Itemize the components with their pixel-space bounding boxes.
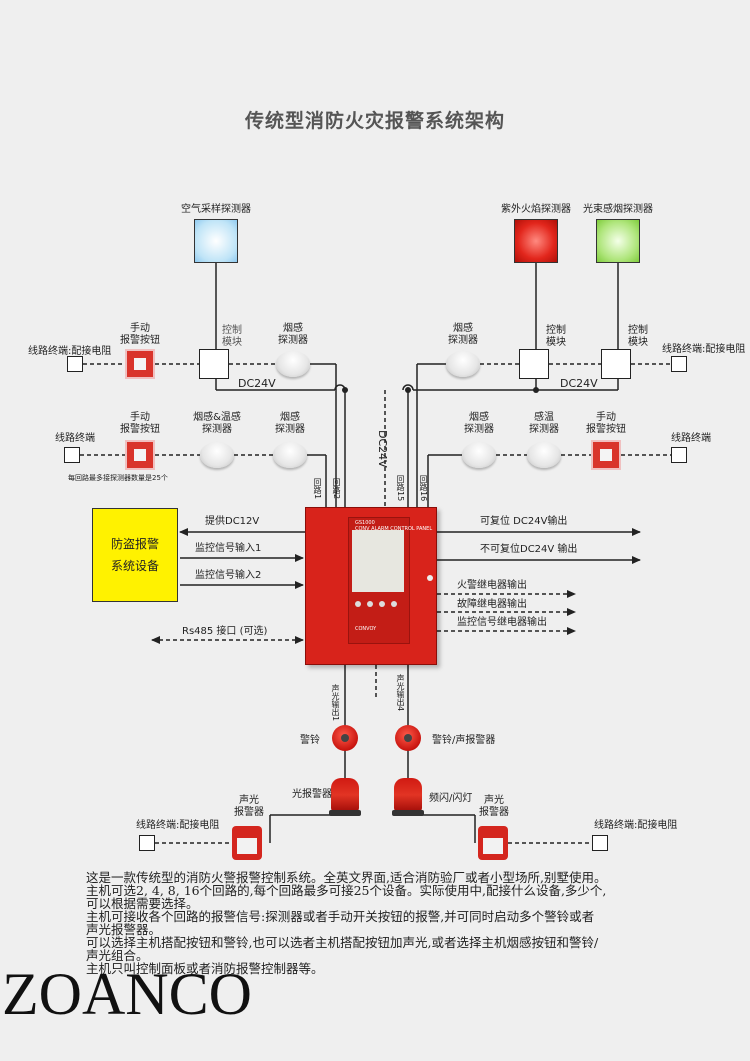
description-line: 可以根据需要选择。 [86, 896, 199, 911]
alarm-bell [332, 725, 358, 751]
description-text: 这是一款传统型的消防火警报警控制系统。全英文界面,适合消防验厂或者小型场所,别墅… [86, 871, 726, 975]
smoke-heat-label: 烟感&温感 探测器 [193, 412, 241, 435]
sounder-strobe [478, 826, 508, 860]
manual-call-label: 手动 报警按钮 [586, 412, 626, 435]
beam-smoke-detector [596, 219, 640, 263]
diagram-title: 传统型消防火灾报警系统架构 [244, 110, 505, 132]
description-line: 声光组合。 [86, 948, 149, 963]
control-module-label: 控制 模块 [628, 325, 648, 348]
panel-indicator-display [352, 530, 404, 592]
manual-call-label: 手动 报警按钮 [120, 412, 160, 435]
strobe-label: 光报警器 [292, 789, 332, 800]
sounder-strobe [232, 826, 262, 860]
supply-dc12v-label: 提供DC12V [205, 516, 260, 527]
burglar-line1: 防盗报警 [110, 537, 159, 551]
smoke-detector [273, 442, 307, 468]
non-resettable-output-label: 不可复位DC24V 输出 [480, 544, 578, 555]
description-line: 这是一款传统型的消防火警报警控制系统。全英文界面,适合消防验厂或者小型场所,别墅… [86, 870, 607, 885]
description-line: 主机可选2, 4, 8, 16个回路的,每个回路最多可接25个设备。实际使用中,… [86, 883, 607, 898]
sounder-output4-label: 声光输出4 [396, 674, 405, 712]
heat-detector [527, 442, 561, 468]
smoke-label: 烟感 探测器 [448, 323, 478, 346]
smoke-detector [446, 351, 480, 377]
air-sampling-label: 空气采样探测器 [181, 204, 251, 215]
wire-jump [402, 384, 414, 391]
terminal-resistor [671, 356, 687, 372]
terminal-label-second-left: 线路终端 [55, 433, 95, 444]
control-module-label: 控制 模块 [546, 325, 566, 348]
uv-flame-label: 紫外火焰探测器 [501, 204, 571, 215]
junction [405, 387, 411, 393]
manual-call-point [125, 440, 155, 470]
smoke-heat-detector [200, 442, 234, 468]
dc24v-label-right: DC24V [560, 377, 598, 390]
junction [342, 387, 348, 393]
smoke-detector [276, 351, 310, 377]
sounder-strobe-label: 声光 报警器 [234, 795, 264, 818]
control-module-label: 控制 模块 [222, 325, 242, 348]
terminal-label-second-right: 线路终端 [671, 433, 711, 444]
resettable-output-label: 可复位 DC24V输出 [480, 516, 568, 527]
panel-brand-label: CONVOY [355, 626, 377, 632]
smoke-label: 烟感 探测器 [278, 323, 308, 346]
bell-sounder-label: 警铃/声报警器 [432, 735, 496, 746]
description-line: 主机可接收各个回路的报警信号:探测器或者手动开关按钮的报警,并可同时启动多个警铃… [86, 909, 595, 924]
terminal-label-top-right: 线路终端:配接电阻 [662, 344, 746, 355]
smoke-label: 烟感 探测器 [275, 412, 305, 435]
loop16-label: 回路16 [419, 475, 428, 502]
burglar-line2: 系统设备 [110, 559, 159, 573]
smoke-label: 烟感 探测器 [464, 412, 494, 435]
dc24v-label-left: DC24V [238, 377, 276, 390]
manual-call-point [125, 349, 155, 379]
loop2-label: 回路2 [332, 478, 341, 500]
junction [533, 387, 539, 393]
brand-logo: ZOANCO [2, 961, 252, 1027]
alarm-bell-sounder [395, 725, 421, 751]
loop15-label: 回路15 [396, 475, 405, 502]
terminal-resistor [671, 447, 687, 463]
monitor-relay-label: 监控信号继电器输出 [457, 617, 547, 628]
terminal-label-bottom-left: 线路终端:配接电阻 [136, 820, 220, 831]
sounder-strobe-label: 声光 报警器 [479, 795, 509, 818]
bell-label: 警铃 [300, 735, 320, 746]
terminal-resistor [139, 835, 155, 851]
fire-relay-label: 火警继电器输出 [457, 580, 527, 591]
loop1-label: 回路1 [313, 478, 322, 500]
monitor-input2-label: 监控信号输入2 [195, 570, 262, 581]
control-module [601, 349, 631, 379]
air-sampling-detector [194, 219, 238, 263]
manual-call-point [591, 440, 621, 470]
fault-relay-label: 故障继电器输出 [457, 599, 527, 610]
panel-key-lock [427, 575, 433, 581]
loop-capacity-note: 每回路最多接探测器数量是25个 [68, 474, 168, 482]
description-line: 声光报警器。 [86, 922, 162, 937]
sounder-output1-label: 声光输出1 [331, 684, 340, 722]
control-module [519, 349, 549, 379]
heat-label: 感温 探测器 [529, 412, 559, 435]
terminal-resistor [64, 447, 80, 463]
terminal-label-bottom-right: 线路终端:配接电阻 [594, 820, 678, 831]
smoke-detector [462, 442, 496, 468]
uv-flame-detector [514, 219, 558, 263]
terminal-resistor [67, 356, 83, 372]
manual-call-label: 手动 报警按钮 [120, 323, 160, 346]
description-line: 主机只叫控制面板或者消防报警控制器等。 [86, 961, 324, 976]
control-module [199, 349, 229, 379]
panel-buttons [355, 601, 397, 607]
strobe-light [329, 778, 361, 816]
burglar-alarm-equipment: 防盗报警 系统设备 [92, 508, 178, 602]
monitor-input1-label: 监控信号输入1 [195, 543, 262, 554]
flash-light [392, 778, 424, 816]
beam-smoke-label: 光束感烟探测器 [583, 204, 653, 215]
dc24v-vertical-label: DC24V [376, 430, 389, 468]
panel-model-label: GS1000 CONV ALARM CONTROL PANEL [355, 520, 433, 532]
rs485-label: Rs485 接口 (可选) [182, 626, 268, 637]
flash-label: 频闪/闪灯 [429, 793, 473, 804]
terminal-resistor [592, 835, 608, 851]
description-line: 可以选择主机搭配按钮和警铃,也可以选者主机搭配按钮加声光,或者选择主机烟感按钮和… [86, 935, 599, 950]
terminal-label-top-left: 线路终端:配接电阻 [28, 346, 112, 357]
